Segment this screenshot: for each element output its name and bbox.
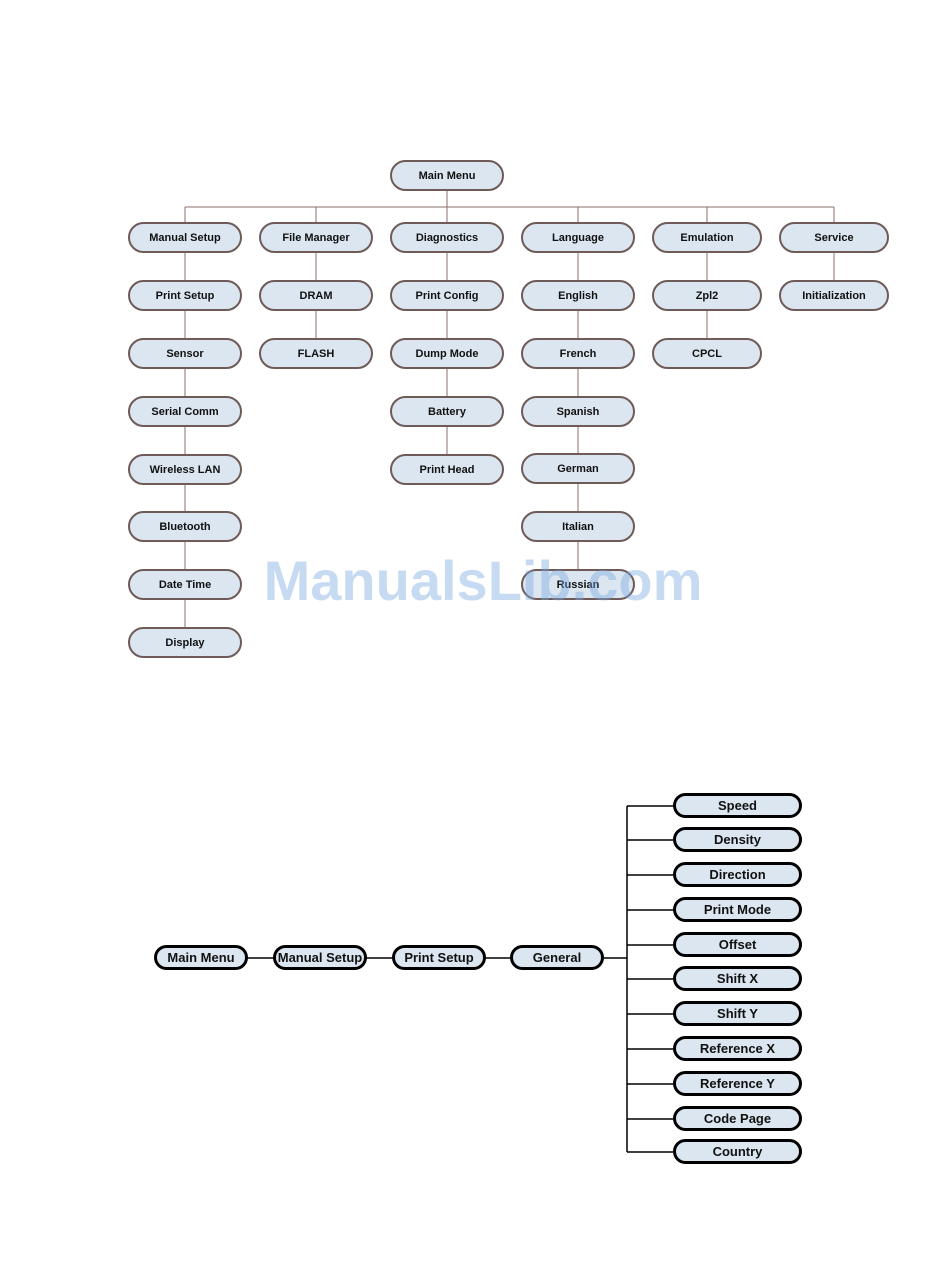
leaf-country: Country <box>673 1139 802 1164</box>
node-dump-mode: Dump Mode <box>390 338 504 369</box>
leaf-reference-x: Reference X <box>673 1036 802 1061</box>
leaf-direction: Direction <box>673 862 802 887</box>
node-file-manager: File Manager <box>259 222 373 253</box>
node-serial-comm: Serial Comm <box>128 396 242 427</box>
node-main-menu: Main Menu <box>390 160 504 191</box>
path-manual-setup: Manual Setup <box>273 945 367 970</box>
node-zpl2: Zpl2 <box>652 280 762 311</box>
node-cpcl: CPCL <box>652 338 762 369</box>
leaf-offset: Offset <box>673 932 802 957</box>
node-english: English <box>521 280 635 311</box>
leaf-density: Density <box>673 827 802 852</box>
leaf-reference-y: Reference Y <box>673 1071 802 1096</box>
node-display: Display <box>128 627 242 658</box>
node-initialization: Initialization <box>779 280 889 311</box>
node-spanish: Spanish <box>521 396 635 427</box>
node-bluetooth: Bluetooth <box>128 511 242 542</box>
node-wireless-lan: Wireless LAN <box>128 454 242 485</box>
node-battery: Battery <box>390 396 504 427</box>
node-german: German <box>521 453 635 484</box>
node-print-config: Print Config <box>390 280 504 311</box>
path-print-setup: Print Setup <box>392 945 486 970</box>
node-diagnostics: Diagnostics <box>390 222 504 253</box>
path-general: General <box>510 945 604 970</box>
node-dram: DRAM <box>259 280 373 311</box>
node-russian: Russian <box>521 569 635 600</box>
node-french: French <box>521 338 635 369</box>
node-sensor: Sensor <box>128 338 242 369</box>
node-italian: Italian <box>521 511 635 542</box>
node-date-time: Date Time <box>128 569 242 600</box>
path-main-menu: Main Menu <box>154 945 248 970</box>
leaf-shift-y: Shift Y <box>673 1001 802 1026</box>
node-language: Language <box>521 222 635 253</box>
node-emulation: Emulation <box>652 222 762 253</box>
node-service: Service <box>779 222 889 253</box>
leaf-print-mode: Print Mode <box>673 897 802 922</box>
node-print-setup: Print Setup <box>128 280 242 311</box>
leaf-code-page: Code Page <box>673 1106 802 1131</box>
node-manual-setup: Manual Setup <box>128 222 242 253</box>
node-flash: FLASH <box>259 338 373 369</box>
leaf-speed: Speed <box>673 793 802 818</box>
node-print-head: Print Head <box>390 454 504 485</box>
leaf-shift-x: Shift X <box>673 966 802 991</box>
